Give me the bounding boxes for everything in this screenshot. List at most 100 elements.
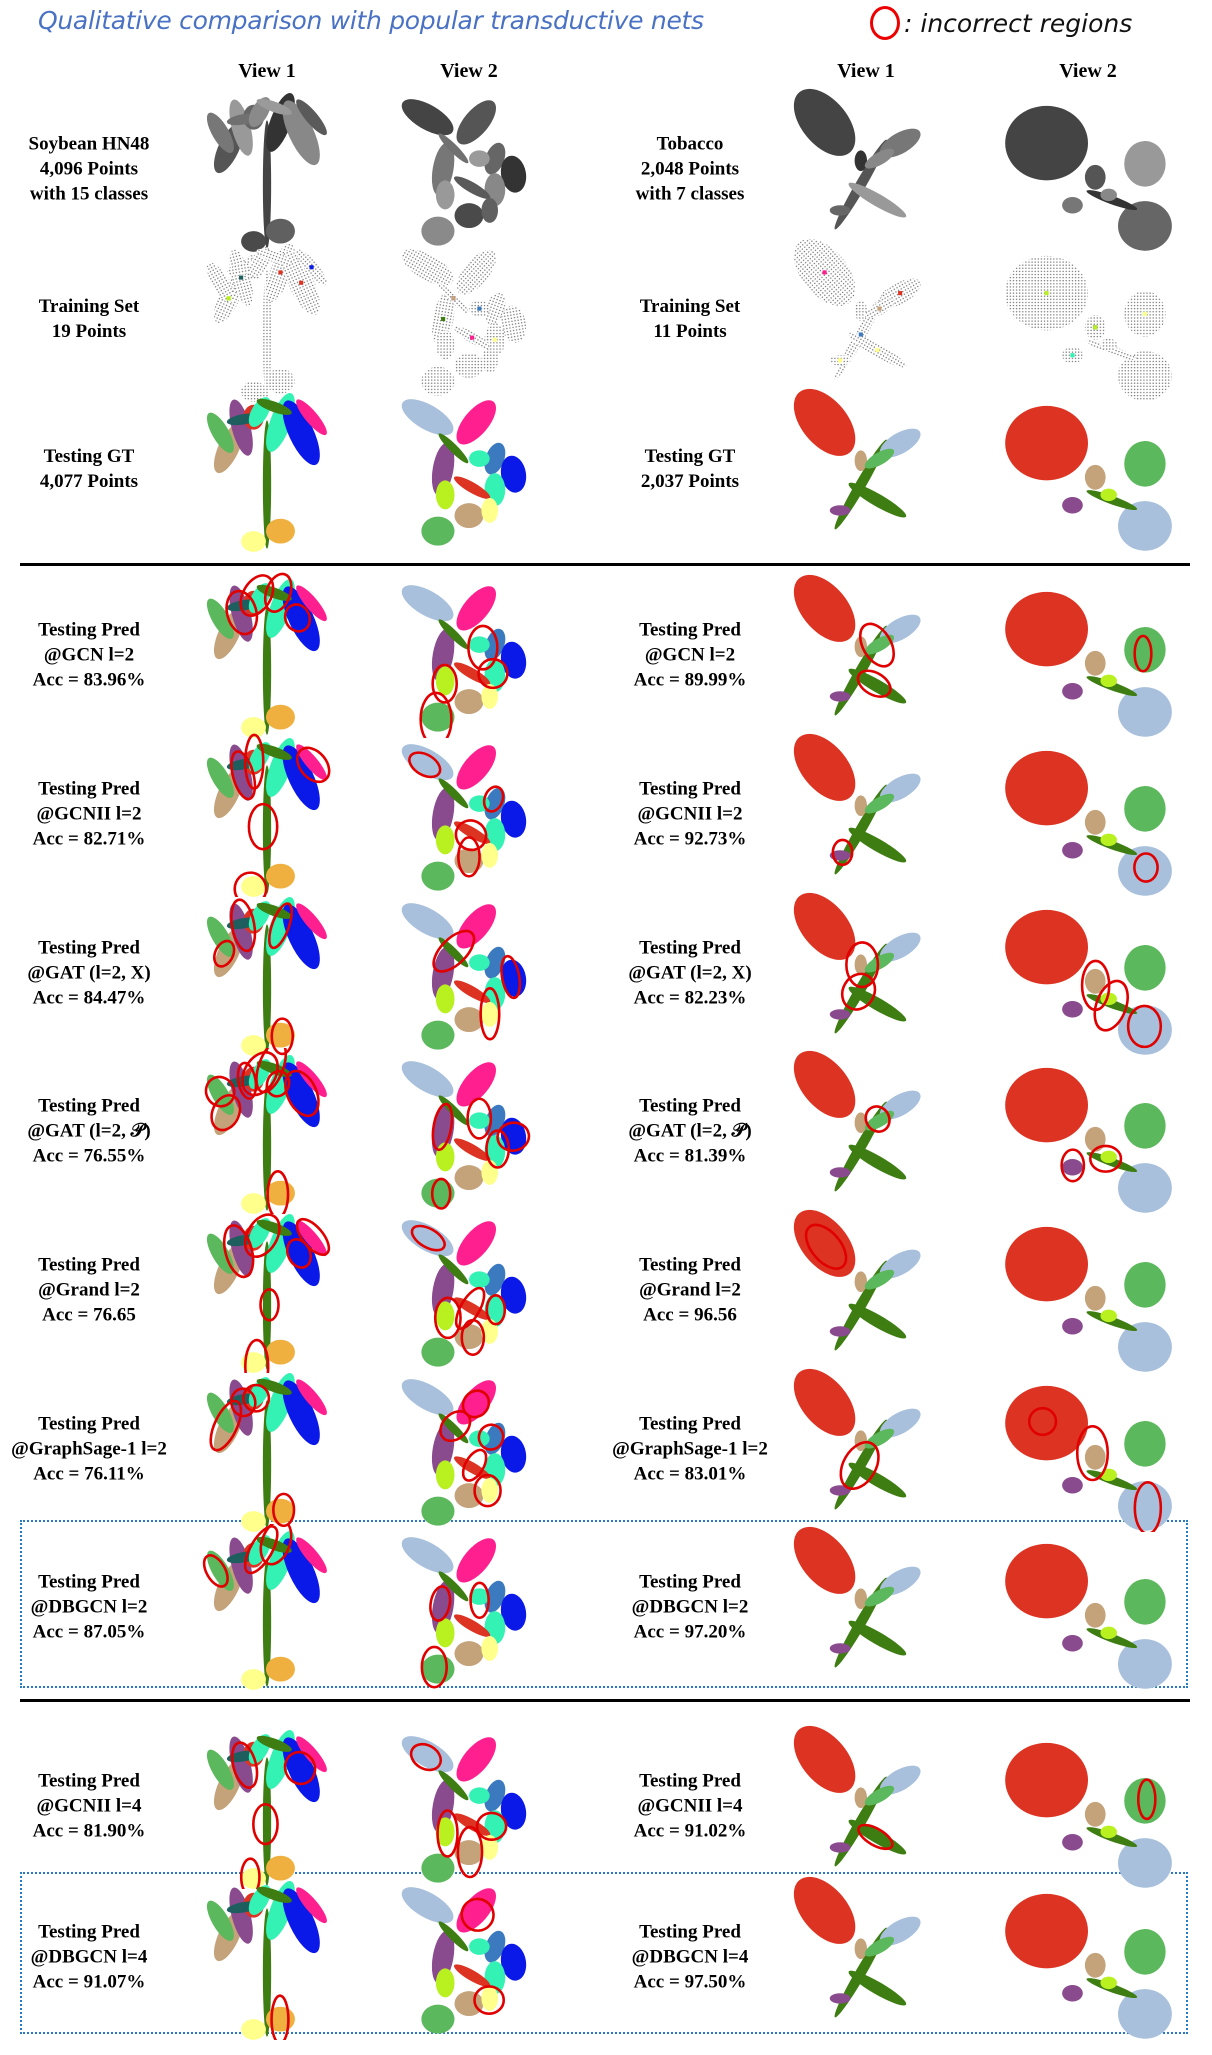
leaf-segment (435, 825, 455, 855)
left-row-label: Testing Pred@GAT (l=2, X)Acc = 84.47% (0, 936, 199, 1011)
incorrect-region-circle (858, 622, 895, 668)
stem (793, 574, 856, 642)
leaf-segment (256, 1378, 292, 1395)
leaf-segment (241, 1511, 266, 1532)
leaf-segment (829, 505, 851, 516)
leaf-segment (1100, 1976, 1117, 1990)
incorrect-region-circle (831, 838, 854, 867)
incorrect-region-circle (204, 1075, 236, 1108)
leaf-segment (229, 1887, 253, 1944)
label-line: Testing Pred (38, 1095, 140, 1117)
label-line: Acc = 92.73% (633, 828, 747, 850)
red-circle-icon (870, 6, 900, 40)
leaf-segment (296, 744, 327, 781)
incorrect-region-circle (408, 751, 442, 779)
leaf-segment (1062, 1833, 1083, 1851)
leaf-segment (421, 1654, 455, 1684)
stem (793, 1050, 856, 1118)
leaf-segment (848, 182, 907, 218)
incorrect-region-circle (856, 669, 892, 698)
leaf-segment (1084, 464, 1106, 490)
label-line: @GCNII l=4 (36, 1795, 142, 1817)
incorrect-region-circle (433, 1296, 462, 1340)
leaf-segment (484, 1779, 506, 1812)
leaf-segment (241, 231, 266, 252)
leaf-segment (265, 518, 295, 544)
stem (401, 903, 454, 940)
incorrect-region-circle (230, 898, 257, 953)
leaf-segment (256, 248, 292, 265)
tobacco-view-1-image (793, 88, 921, 230)
leaf-segment (265, 1855, 295, 1881)
leaf-segment (206, 1233, 234, 1274)
leaf-segment (265, 1656, 295, 1682)
incorrect-region-circle (202, 1554, 229, 1588)
incorrect-region-circle (233, 871, 268, 897)
leaf-segment (484, 442, 506, 475)
leaf-segment (282, 586, 320, 652)
leaf-segment (256, 902, 292, 919)
leaf-segment (484, 1930, 506, 1963)
stem (1005, 1742, 1088, 1818)
leaf-segment (229, 1736, 253, 1793)
leaf-segment (1124, 1103, 1166, 1149)
leaf-segment (484, 292, 506, 325)
training-point (838, 358, 843, 363)
stem (262, 606, 272, 735)
leaf-segment (296, 585, 327, 622)
training-point (877, 306, 882, 311)
label-line: Testing Pred (639, 778, 741, 800)
tobacco-view-1-image (793, 1725, 921, 1867)
leaf-segment (229, 399, 253, 456)
leaf-segment (256, 1886, 292, 1903)
leaf-segment (1062, 1476, 1083, 1494)
label-line: @GCNII l=4 (637, 1795, 743, 1817)
leaf-segment (241, 531, 266, 552)
leaf-segment (454, 1991, 484, 2017)
label-line: Acc = 83.96% (32, 669, 146, 691)
leaf-segment (469, 1938, 490, 1955)
training-point (309, 265, 314, 270)
incorrect-region-circle (259, 1288, 280, 1322)
label-line: Testing GT (644, 446, 736, 467)
leaf-segment (854, 1588, 868, 1610)
incorrect-region-circle (473, 1473, 502, 1508)
incorrect-region-circle (247, 802, 279, 851)
incorrect-region-circle (456, 1825, 484, 1879)
leaf-segment (1062, 1317, 1083, 1335)
leaf-segment (256, 398, 292, 415)
leaf-segment (829, 205, 851, 216)
right-row-label: Testing Pred@GAT (l=2, 𝒫)Acc = 81.39% (580, 1094, 800, 1169)
stem (793, 1725, 856, 1793)
leaf-segment (1100, 1150, 1117, 1164)
tobacco-view-2-image (1005, 1067, 1172, 1213)
leaf-segment (456, 250, 496, 295)
incorrect-region-circle (212, 939, 236, 968)
leaf-segment (453, 821, 491, 844)
incorrect-region-circle (239, 1857, 261, 1889)
leaf-segment (469, 1588, 490, 1605)
incorrect-region-circle (268, 902, 294, 950)
label-line: Acc = 91.07% (32, 1971, 146, 1993)
leaf-segment (454, 203, 484, 229)
leaf-segment (481, 842, 498, 868)
incorrect-region-circle (1133, 634, 1153, 673)
label-line: @GCN l=2 (644, 644, 736, 666)
soybean-view-1-image (202, 1524, 327, 1690)
leaf-segment (438, 619, 469, 650)
label-line: Testing Pred (38, 937, 140, 959)
leaf-segment (500, 1435, 527, 1473)
leaf-segment (435, 1301, 455, 1331)
soybean-view-2-image (401, 1220, 527, 1367)
leaf-segment (421, 861, 455, 891)
leaf-segment (296, 903, 327, 940)
leaf-segment (438, 433, 469, 464)
leaf-segment (829, 1167, 851, 1178)
incorrect-region-circle (1133, 852, 1159, 883)
highlight-box-dbgcn-l2 (20, 1520, 1188, 1688)
label-line: Acc = 83.01% (633, 1463, 747, 1485)
stem (262, 1400, 272, 1529)
